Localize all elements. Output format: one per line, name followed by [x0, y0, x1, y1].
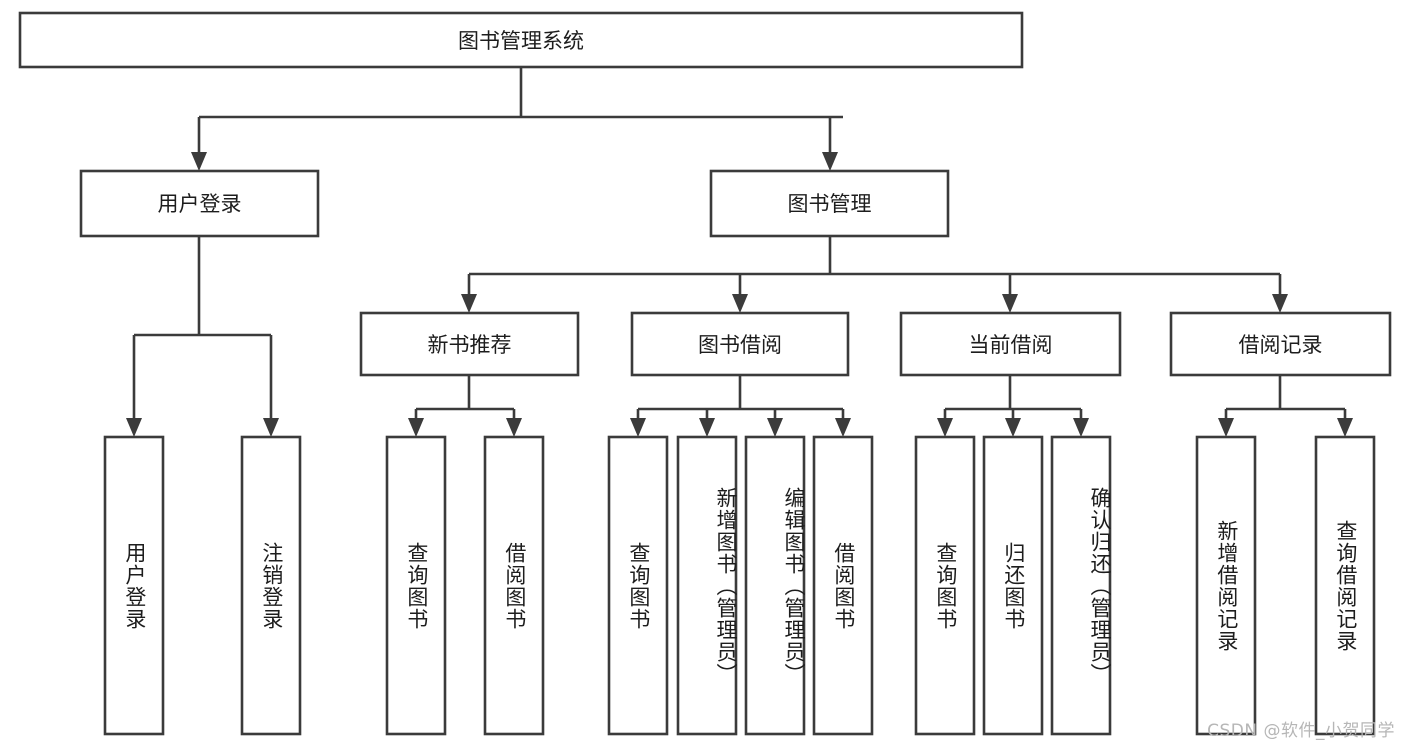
node-book-borrow[interactable]: [630, 311, 850, 377]
connector-book-borrow-to-leaves: [630, 375, 851, 437]
connector-borrow-record-to-leaves: [1218, 375, 1353, 437]
arrow-head-current-borrow: [1002, 294, 1018, 313]
arrow-head-borrow-record: [1272, 294, 1288, 313]
node-root[interactable]: [18, 11, 1024, 69]
node-leaf-user-login[interactable]: [103, 435, 165, 736]
node-leaf-add-record[interactable]: [1195, 435, 1257, 736]
connector-book-management-to-level3: [461, 236, 1288, 313]
arrow-head-book-management: [822, 152, 838, 171]
arrow-head-leaf-0: [126, 418, 142, 437]
arrow-head-leaf-9: [1005, 418, 1021, 437]
node-book-management-label: 图书管理: [788, 192, 872, 216]
node-leaf-add-book[interactable]: [676, 435, 738, 736]
arrow-head-leaf-10: [1073, 418, 1089, 437]
connector-current-borrow-to-leaves: [937, 375, 1089, 437]
node-new-book-recommend-label: 新书推荐: [428, 333, 512, 357]
node-leaf-borrow-book-1[interactable]: [483, 435, 545, 736]
arrow-head-book-borrow: [732, 294, 748, 313]
node-user-login[interactable]: [79, 169, 320, 238]
node-leaf-query-book-1[interactable]: [385, 435, 447, 736]
arrow-head-leaf-2: [408, 418, 424, 437]
node-leaf-borrow-book-2[interactable]: [812, 435, 874, 736]
node-leaf-query-record[interactable]: [1314, 435, 1376, 736]
node-root-label: 图书管理系统: [458, 29, 584, 53]
node-leaf-logout-login[interactable]: [240, 435, 302, 736]
node-leaf-return-book[interactable]: [982, 435, 1044, 736]
node-current-borrow[interactable]: [899, 311, 1122, 377]
connector-root-to-level2: [191, 67, 843, 171]
node-leaf-query-book-2[interactable]: [607, 435, 669, 736]
arrow-head-leaf-8: [937, 418, 953, 437]
arrow-head-new-book: [461, 294, 477, 313]
arrow-head-leaf-4: [630, 418, 646, 437]
arrow-head-leaf-6: [767, 418, 783, 437]
connector-user-login-to-leaves: [126, 236, 279, 437]
arrow-head-leaf-7: [835, 418, 851, 437]
node-leaf-query-book-3[interactable]: [914, 435, 976, 736]
arrow-head-leaf-11: [1218, 418, 1234, 437]
node-leaf-edit-book[interactable]: [744, 435, 806, 736]
arrow-head-leaf-5: [699, 418, 715, 437]
node-book-management[interactable]: [709, 169, 950, 238]
node-current-borrow-label: 当前借阅: [969, 333, 1053, 357]
node-user-login-label: 用户登录: [158, 192, 242, 216]
csdn-watermark: CSDN @软件_小贺同学: [1207, 721, 1395, 741]
arrow-head-leaf-1: [263, 418, 279, 437]
node-leaf-confirm-return[interactable]: [1050, 435, 1112, 736]
arrow-head-user-login: [191, 152, 207, 171]
node-new-book-recommend[interactable]: [359, 311, 580, 377]
node-borrow-record-label: 借阅记录: [1239, 333, 1323, 357]
node-borrow-record[interactable]: [1169, 311, 1392, 377]
connector-new-book-to-leaves: [408, 375, 522, 437]
arrow-head-leaf-3: [506, 418, 522, 437]
arrow-head-leaf-12: [1337, 418, 1353, 437]
node-book-borrow-label: 图书借阅: [698, 333, 782, 357]
